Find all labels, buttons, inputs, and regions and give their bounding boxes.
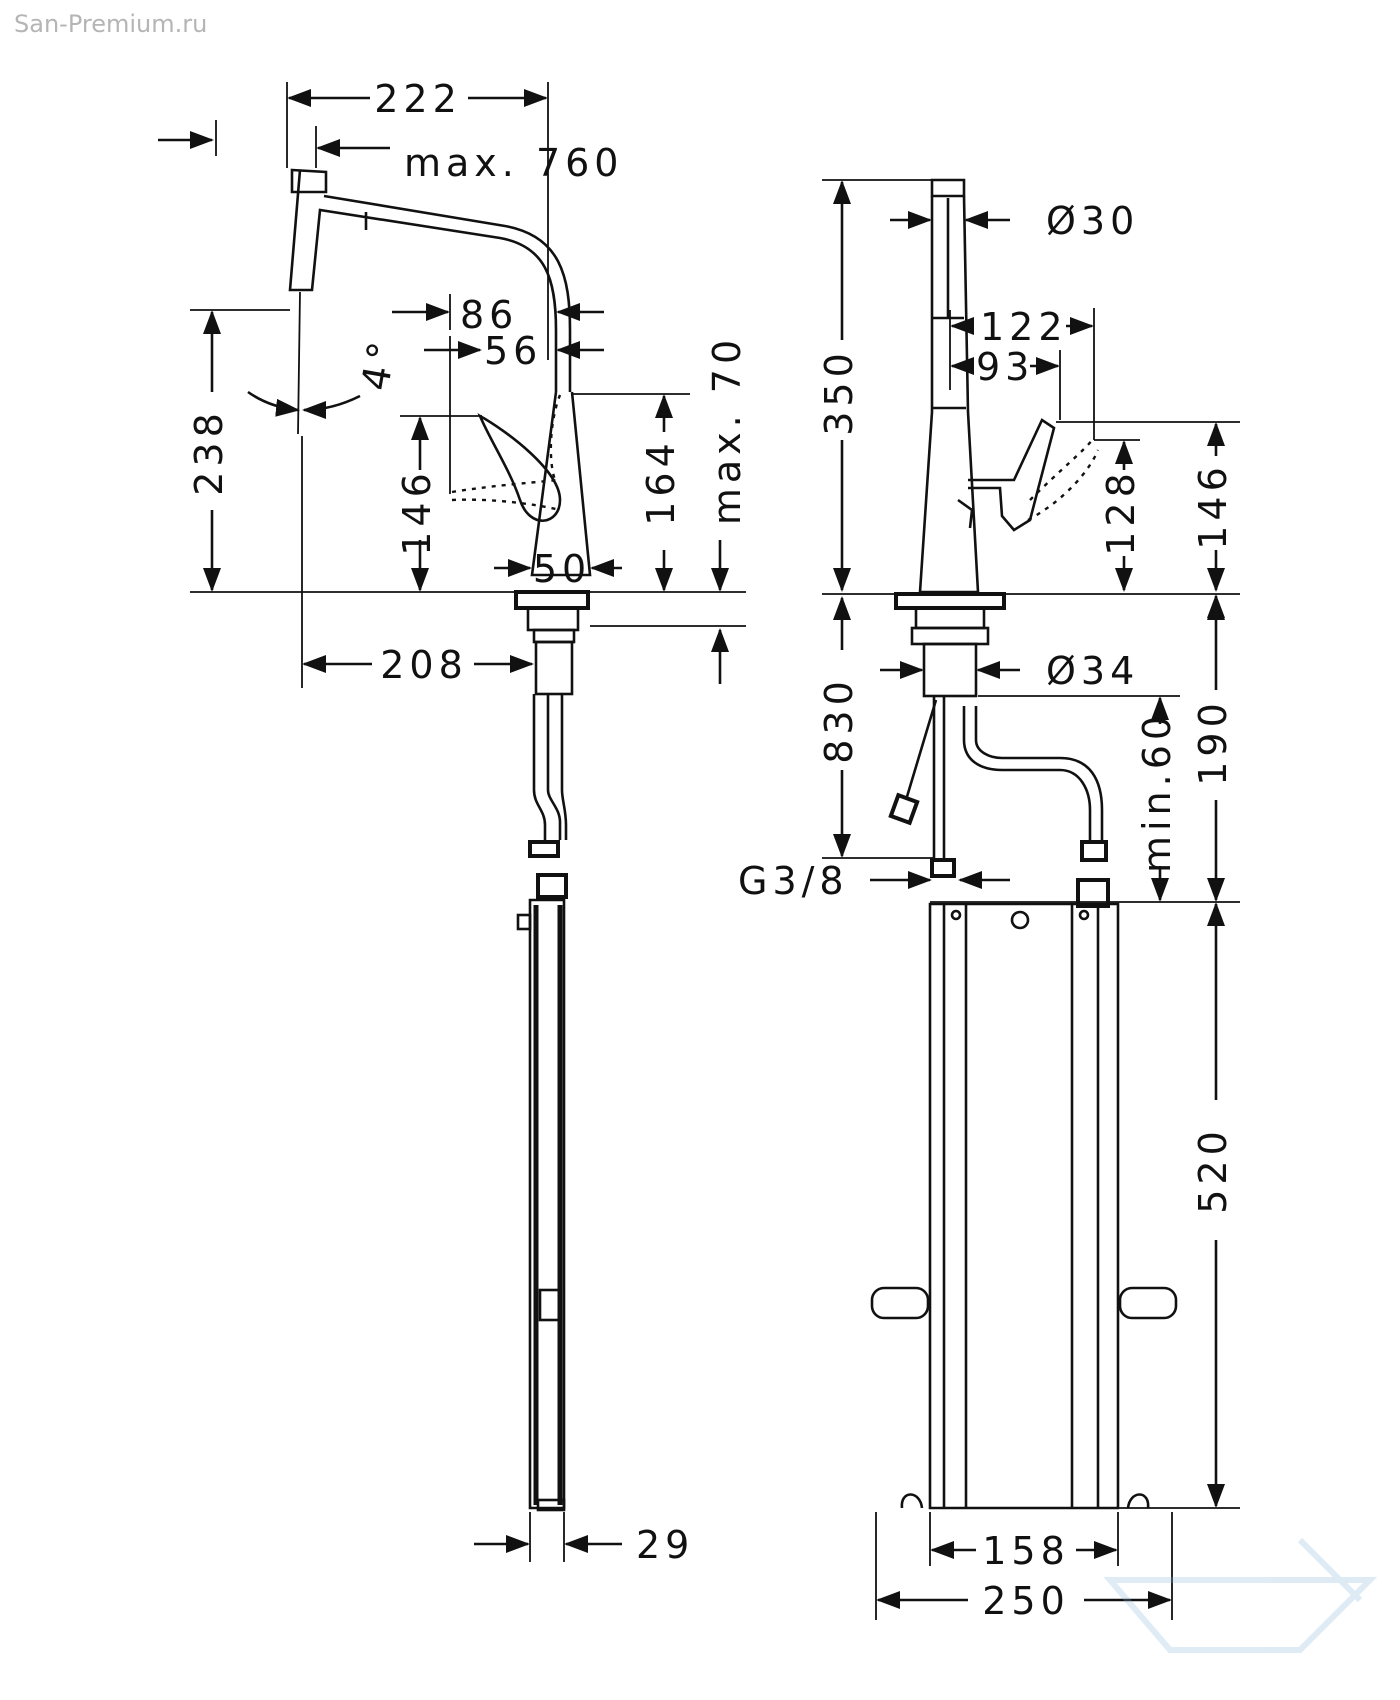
dim-side-238: 238	[187, 408, 231, 496]
dim-front-min-60: min.60	[1135, 711, 1179, 873]
dim-side-29: 29	[636, 1523, 694, 1567]
dim-side-4deg: 4°	[353, 334, 406, 394]
dim-front-93: 93	[976, 345, 1034, 389]
dim-front-122: 122	[980, 305, 1068, 349]
dim-front-250: 250	[982, 1579, 1070, 1623]
dim-side-164: 164	[639, 438, 683, 526]
dim-front-g38: G3/8	[738, 859, 849, 903]
side-faucet-body	[288, 168, 592, 1512]
dim-front-350: 350	[817, 348, 861, 436]
dim-side-208: 208	[380, 643, 468, 687]
dim-front-dia-34: Ø34	[1046, 649, 1139, 693]
dim-front-830: 830	[817, 676, 861, 764]
dim-side-222: 222	[374, 77, 462, 121]
front-view: Ø30 350 122 93 128 146 830	[738, 178, 1240, 1623]
dim-front-128: 128	[1099, 468, 1143, 556]
dim-front-190: 190	[1191, 698, 1235, 786]
dim-front-dia-30: Ø30	[1046, 199, 1139, 243]
dim-front-158: 158	[982, 1529, 1070, 1573]
dim-side-56: 56	[484, 329, 542, 373]
dim-side-50: 50	[533, 547, 591, 591]
logo-watermark	[1103, 1537, 1378, 1653]
dim-side-max-70: max. 70	[705, 335, 749, 525]
watermark: San-Premium.ru	[14, 10, 207, 38]
dim-front-520: 520	[1191, 1126, 1235, 1214]
dim-side-86: 86	[460, 293, 518, 337]
dim-side-max-760: max. 760	[404, 141, 623, 185]
side-view: 222 max. 760 86 56 4° 238 146	[158, 77, 749, 1567]
dim-front-146: 146	[1191, 462, 1235, 550]
dim-side-146: 146	[395, 468, 439, 556]
